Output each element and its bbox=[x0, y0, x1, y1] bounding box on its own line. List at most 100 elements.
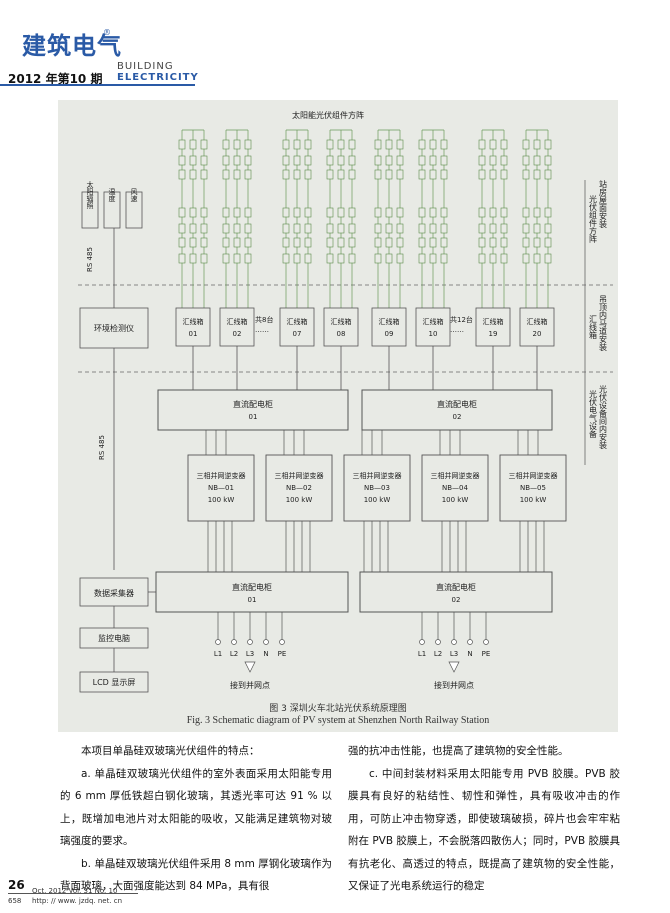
terminal-point bbox=[435, 639, 441, 645]
pv-module bbox=[348, 207, 356, 218]
pv-module bbox=[326, 139, 334, 150]
inverter-box bbox=[421, 454, 489, 522]
combiner-label: 汇线箱 bbox=[183, 317, 204, 326]
side-label-equip: 光伏电气设备 bbox=[589, 389, 598, 439]
pv-module bbox=[200, 139, 208, 150]
inverter-code: NB—05 bbox=[520, 484, 546, 492]
combiner-box bbox=[519, 307, 555, 347]
pv-module bbox=[304, 169, 312, 180]
pv-module bbox=[396, 237, 404, 248]
inverter-power: 100 kW bbox=[520, 496, 547, 504]
combiner-number: 08 bbox=[337, 330, 346, 338]
combiner-box bbox=[415, 307, 451, 347]
pv-module bbox=[429, 253, 437, 264]
body-right-column: 强的抗冲击性能，也提高了建筑物的安全性能。 c. 中间封装材料采用太阳能专用 P… bbox=[348, 740, 620, 898]
pv-module bbox=[189, 155, 197, 166]
rs485-label-bottom: RS 485 bbox=[98, 435, 106, 460]
pv-module bbox=[500, 237, 508, 248]
pv-module bbox=[326, 155, 334, 166]
pv-module bbox=[429, 237, 437, 248]
pv-module bbox=[348, 139, 356, 150]
pv-module bbox=[544, 237, 552, 248]
footer-total-page: 658 bbox=[8, 897, 22, 905]
pv-module bbox=[337, 207, 345, 218]
pv-module bbox=[326, 207, 334, 218]
grid-point-label: 接到并网点 bbox=[434, 680, 474, 690]
combiner-label: 汇线箱 bbox=[331, 317, 352, 326]
pv-module bbox=[489, 207, 497, 218]
pv-module bbox=[478, 237, 486, 248]
header-rule-2 bbox=[115, 84, 195, 86]
pv-module bbox=[385, 253, 393, 264]
pv-module bbox=[337, 253, 345, 264]
pv-module bbox=[222, 207, 230, 218]
pv-module bbox=[233, 237, 241, 248]
monitor-pc-label: 监控电脑 bbox=[98, 633, 130, 643]
pv-module bbox=[418, 155, 426, 166]
inverter-code: NB—02 bbox=[286, 484, 312, 492]
terminal-point bbox=[247, 639, 253, 645]
pv-module bbox=[500, 139, 508, 150]
pv-module bbox=[222, 169, 230, 180]
terminal-point bbox=[263, 639, 269, 645]
pv-module bbox=[385, 155, 393, 166]
pv-module bbox=[178, 237, 186, 248]
pv-module bbox=[233, 155, 241, 166]
pv-module bbox=[293, 237, 301, 248]
pv-module bbox=[385, 139, 393, 150]
combiner-label: 汇线箱 bbox=[287, 317, 308, 326]
terminal-label: L2 bbox=[230, 650, 238, 658]
pv-module bbox=[326, 223, 334, 234]
pv-module bbox=[429, 223, 437, 234]
pv-module bbox=[489, 223, 497, 234]
side-label-combiner: 汇线箱 bbox=[589, 315, 598, 340]
pv-module bbox=[374, 207, 382, 218]
pv-module bbox=[440, 207, 448, 218]
pv-module bbox=[293, 155, 301, 166]
data-collector-box bbox=[79, 577, 149, 607]
pv-module bbox=[396, 169, 404, 180]
pv-module bbox=[396, 223, 404, 234]
pv-module bbox=[478, 155, 486, 166]
pv-module bbox=[222, 237, 230, 248]
inverter-code: NB—03 bbox=[364, 484, 390, 492]
terminal-label: N bbox=[263, 650, 268, 658]
paragraph: a. 单晶硅双玻璃光伏组件的室外表面采用太阳能专用的 6 mm 厚低铁超白钢化玻… bbox=[60, 767, 332, 848]
pv-module bbox=[478, 169, 486, 180]
pv-module bbox=[189, 139, 197, 150]
pv-module bbox=[282, 155, 290, 166]
array-title: 太阳能光伏组件方阵 bbox=[292, 110, 364, 120]
pv-module bbox=[533, 223, 541, 234]
footer-rule bbox=[8, 893, 138, 894]
pv-module bbox=[304, 253, 312, 264]
pv-module bbox=[429, 207, 437, 218]
page-number: 26 bbox=[8, 878, 25, 892]
terminal-point bbox=[467, 639, 473, 645]
pv-module bbox=[533, 169, 541, 180]
combiner-number: 09 bbox=[385, 330, 394, 338]
ac-cabinet-box bbox=[359, 571, 553, 613]
pv-module bbox=[440, 253, 448, 264]
combiner-label: 汇线箱 bbox=[483, 317, 504, 326]
inverter-box bbox=[343, 454, 411, 522]
side-label-combiner-b: 吊顶内马道安装 bbox=[599, 295, 608, 352]
combiner-box bbox=[279, 307, 315, 347]
pv-module bbox=[348, 253, 356, 264]
pv-module bbox=[304, 139, 312, 150]
terminal-point bbox=[451, 639, 457, 645]
pv-module bbox=[374, 139, 382, 150]
pv-module bbox=[478, 139, 486, 150]
pv-module bbox=[348, 237, 356, 248]
pv-module bbox=[522, 237, 530, 248]
pv-module bbox=[544, 223, 552, 234]
ac-cabinet-number: 01 bbox=[248, 596, 257, 604]
inverter-power: 100 kW bbox=[442, 496, 469, 504]
pv-module bbox=[233, 207, 241, 218]
pv-module bbox=[429, 139, 437, 150]
pv-module bbox=[304, 237, 312, 248]
pv-module bbox=[522, 207, 530, 218]
dc-cabinet-number: 02 bbox=[453, 413, 462, 421]
env-monitor-box bbox=[79, 307, 149, 349]
pv-module bbox=[282, 223, 290, 234]
figure-caption-cn: 图 3 深圳火车北站光伏系统原理图 bbox=[269, 704, 407, 714]
